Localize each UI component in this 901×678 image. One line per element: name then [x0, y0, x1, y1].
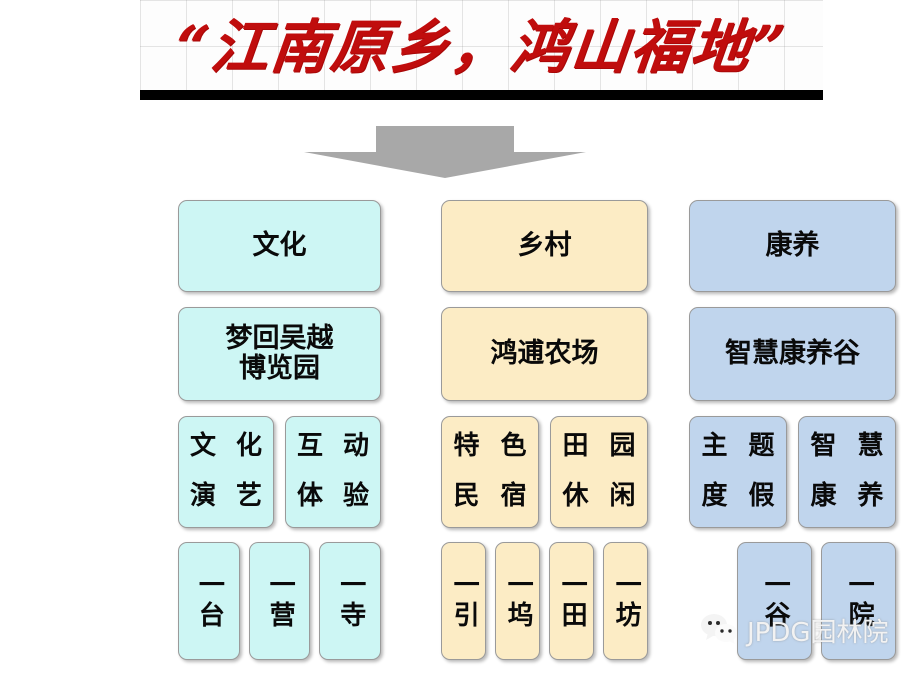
wellness-tier4-row: 一谷 一院 — [689, 542, 896, 660]
column-culture: 文化 梦回吴越 博览园 文 化 演 艺 互 动 体 验 一台 一营 一寺 — [178, 200, 382, 660]
culture-tier3-box-1[interactable]: 文 化 演 艺 — [178, 416, 274, 528]
culture-tier2-line1: 梦回吴越 — [225, 322, 334, 354]
wellness-tier4-label-1: 一谷 — [760, 571, 791, 631]
wellness-tier4-box-1[interactable]: 一谷 — [737, 542, 812, 660]
culture-tier4-box-3[interactable]: 一寺 — [319, 542, 382, 660]
village-tier4-label-4: 一坊 — [611, 571, 642, 631]
village-tier3-1-char-4: 宿 — [500, 481, 527, 512]
culture-tier3-1-char-3: 演 — [189, 481, 216, 512]
culture-tier4-row: 一台 一营 一寺 — [178, 542, 382, 660]
culture-tier4-box-2[interactable]: 一营 — [248, 542, 311, 660]
down-arrow-icon — [304, 126, 586, 178]
wellness-tier3-1-char-3: 度 — [701, 481, 728, 512]
wellness-tier3-row: 主 题 度 假 智 慧 康 养 — [689, 416, 896, 528]
wellness-tier2-box[interactable]: 智慧康养谷 — [689, 307, 896, 401]
wellness-tier3-1-char-2: 题 — [748, 431, 775, 462]
culture-tier3-2-char-1: 互 — [296, 431, 323, 462]
column-village: 乡村 鸿逋农场 特 色 民 宿 田 园 休 闲 一引 一坞 一田 一坊 — [441, 200, 648, 660]
village-tier3-2-char-2: 园 — [609, 431, 636, 462]
village-tier2-label: 鸿逋农场 — [490, 337, 599, 369]
village-tier3-box-2[interactable]: 田 园 休 闲 — [550, 416, 648, 528]
village-tier3-2-char-3: 休 — [562, 481, 589, 512]
village-tier4-label-1: 一引 — [449, 571, 480, 631]
village-tier4-box-2[interactable]: 一坞 — [495, 542, 540, 660]
wellness-tier3-2-char-4: 养 — [857, 481, 884, 512]
village-tier4-label-2: 一坞 — [503, 571, 534, 631]
village-tier3-row: 特 色 民 宿 田 园 休 闲 — [441, 416, 648, 528]
village-tier4-box-3[interactable]: 一田 — [549, 542, 594, 660]
wellness-tier3-2-char-1: 智 — [810, 431, 837, 462]
culture-tier3-1-char-4: 艺 — [235, 481, 262, 512]
wellness-tier4-box-2[interactable]: 一院 — [821, 542, 896, 660]
wellness-tier3-1-char-4: 假 — [748, 481, 775, 512]
culture-tier3-2-char-2: 动 — [342, 431, 369, 462]
village-tier3-1-char-2: 色 — [500, 431, 527, 462]
culture-tier3-row: 文 化 演 艺 互 动 体 验 — [178, 416, 381, 528]
village-tier1-label: 乡村 — [517, 229, 572, 261]
culture-tier1-label: 文化 — [252, 229, 307, 261]
wellness-tier3-box-2[interactable]: 智 慧 康 养 — [798, 416, 896, 528]
village-tier4-box-1[interactable]: 一引 — [441, 542, 486, 660]
culture-tier1-box[interactable]: 文化 — [178, 200, 381, 292]
culture-tier3-1-char-1: 文 — [189, 431, 216, 462]
culture-tier3-2-char-3: 体 — [296, 481, 323, 512]
culture-tier3-box-2[interactable]: 互 动 体 验 — [285, 416, 381, 528]
village-tier4-row: 一引 一坞 一田 一坊 — [441, 542, 648, 660]
culture-tier4-label-3: 一寺 — [335, 571, 366, 631]
column-wellness: 康养 智慧康养谷 主 题 度 假 智 慧 康 养 一谷 一院 — [689, 200, 896, 660]
wellness-tier3-1-char-1: 主 — [701, 431, 728, 462]
culture-tier2-box[interactable]: 梦回吴越 博览园 — [178, 307, 381, 401]
village-tier4-box-4[interactable]: 一坊 — [603, 542, 648, 660]
culture-tier4-label-2: 一营 — [265, 571, 296, 631]
village-tier2-box[interactable]: 鸿逋农场 — [441, 307, 648, 401]
village-tier4-label-3: 一田 — [557, 571, 588, 631]
wellness-tier3-box-1[interactable]: 主 题 度 假 — [689, 416, 787, 528]
village-tier3-2-char-4: 闲 — [609, 481, 636, 512]
wellness-tier3-2-char-3: 康 — [810, 481, 837, 512]
village-tier1-box[interactable]: 乡村 — [441, 200, 648, 292]
village-tier3-box-1[interactable]: 特 色 民 宿 — [441, 416, 539, 528]
village-tier3-1-char-1: 特 — [453, 431, 480, 462]
culture-tier4-label-1: 一台 — [194, 571, 225, 631]
village-tier3-2-char-1: 田 — [562, 431, 589, 462]
wellness-tier3-2-char-2: 慧 — [857, 431, 884, 462]
title-banner: “江南原乡，鸿山福地” — [140, 0, 823, 100]
village-tier3-1-char-3: 民 — [453, 481, 480, 512]
culture-tier3-2-char-4: 验 — [342, 481, 369, 512]
wellness-tier1-label: 康养 — [765, 229, 820, 261]
wellness-tier4-label-2: 一院 — [844, 571, 875, 631]
wellness-tier2-label: 智慧康养谷 — [725, 337, 860, 369]
culture-tier2-line2: 博览园 — [239, 353, 320, 384]
culture-tier4-box-1[interactable]: 一台 — [178, 542, 240, 660]
wellness-tier1-box[interactable]: 康养 — [689, 200, 896, 292]
page-title: “江南原乡，鸿山福地” — [172, 13, 790, 81]
culture-tier3-1-char-2: 化 — [235, 431, 262, 462]
